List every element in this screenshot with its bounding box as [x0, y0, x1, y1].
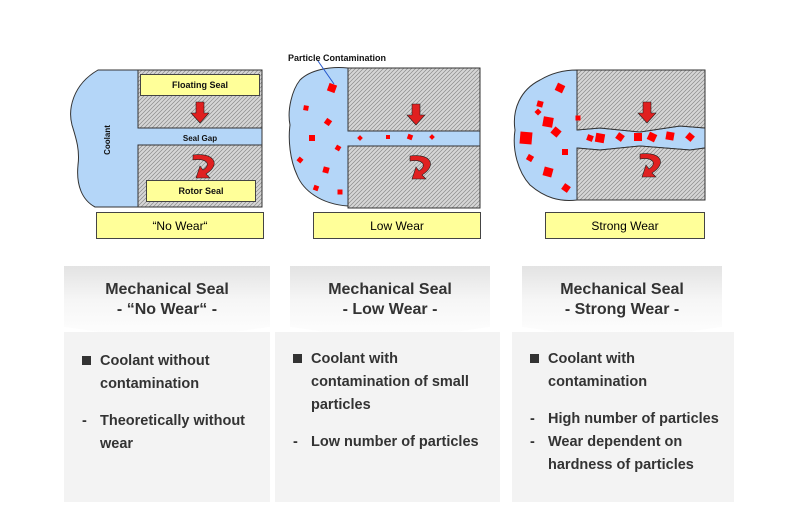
wear-label-no-wear: “No Wear“ — [96, 212, 264, 239]
particle — [586, 134, 594, 142]
bullet-square-icon — [82, 356, 91, 365]
floating-seal-block — [576, 69, 706, 133]
particle — [665, 131, 675, 141]
bullet-square-icon — [530, 354, 539, 363]
down-arrow-icon — [637, 101, 657, 124]
list-item-text: Coolant with contamination of small part… — [311, 351, 469, 413]
particle — [326, 82, 338, 94]
wear-label-strong-wear: Strong Wear — [545, 212, 705, 239]
particle — [406, 133, 414, 141]
particle — [386, 135, 390, 139]
down-arrow-icon — [190, 101, 210, 124]
column-header-no-wear: Mechanical Seal - “No Wear“ - — [64, 266, 270, 342]
list-item-text: Theoretically without wear — [100, 413, 246, 452]
particle — [685, 132, 695, 142]
particle — [303, 105, 309, 111]
list-item-text: Coolant with contamination — [548, 351, 648, 390]
particles — [296, 82, 695, 195]
dash-marker: - — [82, 413, 87, 429]
list-item-text: High number of particles — [548, 411, 719, 427]
particle — [429, 134, 435, 140]
particle — [536, 100, 544, 108]
particle — [357, 135, 363, 141]
particle — [615, 132, 625, 142]
bullet-square-icon — [293, 354, 302, 363]
particle — [550, 126, 562, 138]
particle — [561, 183, 571, 193]
particle — [534, 108, 542, 116]
particle — [323, 117, 333, 127]
seal-diagram: Particle Contamination Seal Gap Coolant … — [0, 0, 788, 260]
rotor-seal-block — [576, 145, 706, 201]
coolant-region — [288, 67, 481, 207]
column-title: Mechanical Seal — [560, 281, 684, 298]
list-item: - High number of particles — [530, 408, 722, 431]
dash-marker: - — [293, 434, 298, 450]
wear-label-low-wear: Low Wear — [313, 212, 481, 239]
particle — [312, 184, 320, 192]
list-item-text: Wear dependent on hardness of particles — [548, 434, 694, 473]
panel-strong-wear — [513, 69, 706, 201]
particle — [309, 135, 315, 141]
particle — [334, 144, 342, 152]
list-item: - Theoretically without wear — [82, 410, 258, 456]
down-arrow-icon — [406, 103, 426, 126]
seal-diagram-svg: Particle Contamination Seal Gap Coolant — [70, 53, 706, 209]
particle — [525, 153, 535, 163]
dash-marker: - — [530, 434, 535, 450]
rotor-seal-label: Rotor Seal — [146, 180, 256, 202]
column-header-strong-wear: Mechanical Seal - Strong Wear - — [522, 266, 722, 342]
particle — [296, 156, 304, 164]
particle — [575, 115, 581, 121]
particle — [594, 132, 606, 144]
panel-low-wear — [288, 60, 481, 209]
particle — [646, 131, 658, 143]
floating-seal-label: Floating Seal — [140, 74, 260, 96]
column-subtitle: - Low Wear - — [342, 301, 438, 318]
list-item-text: Coolant without contamination — [100, 353, 210, 392]
column-body-strong-wear: Coolant with contamination - High number… — [512, 332, 734, 502]
rotation-arrow-icon — [409, 155, 431, 180]
coolant-region — [513, 69, 706, 201]
particle — [542, 116, 554, 128]
column-body-no-wear: Coolant without contamination - Theoreti… — [64, 332, 270, 502]
rotation-arrow-icon — [639, 153, 661, 178]
callout-label: Particle Contamination — [288, 53, 386, 63]
rotation-arrow-icon — [192, 154, 215, 179]
particle — [634, 133, 642, 141]
callout-line — [317, 60, 335, 85]
seal-gap-label: Seal Gap — [183, 134, 217, 143]
list-item: Coolant with contamination of small part… — [293, 348, 488, 417]
particle — [337, 189, 343, 195]
particle — [322, 166, 330, 174]
particle — [519, 131, 533, 145]
column-title: Mechanical Seal — [105, 281, 229, 298]
list-item: Coolant without contamination — [82, 350, 258, 396]
dash-marker: - — [530, 411, 535, 427]
coolant-region — [70, 69, 263, 208]
column-subtitle: - Strong Wear - — [564, 301, 680, 318]
particle — [542, 166, 554, 178]
list-item: Coolant with contamination — [530, 348, 722, 394]
column-title: Mechanical Seal — [328, 281, 452, 298]
column-header-low-wear: Mechanical Seal - Low Wear - — [290, 266, 490, 342]
particle — [562, 149, 568, 155]
column-body-low-wear: Coolant with contamination of small part… — [275, 332, 500, 502]
particle — [554, 82, 566, 94]
column-subtitle: - “No Wear“ - — [116, 301, 218, 318]
coolant-label: Coolant — [103, 125, 112, 155]
list-item-text: Low number of particles — [311, 434, 479, 450]
list-item: - Wear dependent on hardness of particle… — [530, 431, 722, 477]
list-item: - Low number of particles — [293, 431, 488, 454]
